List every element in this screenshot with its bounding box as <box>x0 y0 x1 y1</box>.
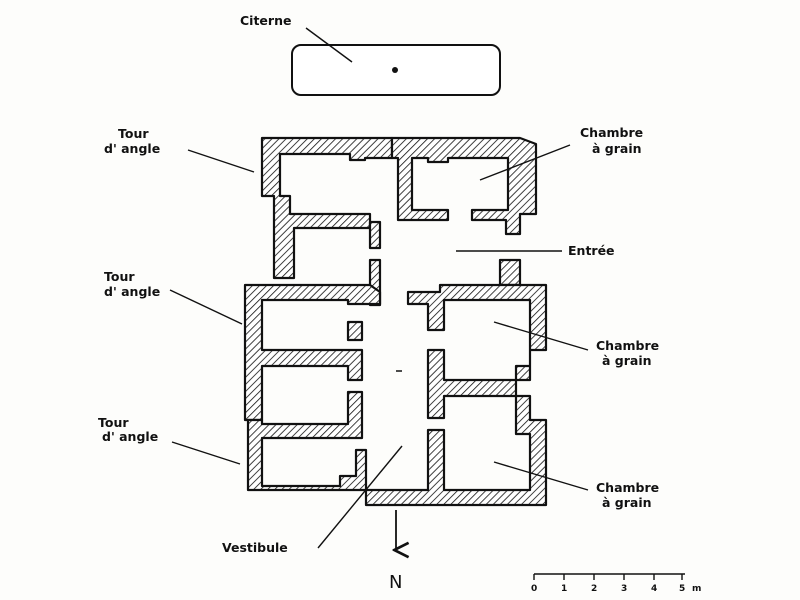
wall-lower-left-tower <box>246 390 368 492</box>
label-chambre-1-line1: Chambre <box>580 125 643 140</box>
walls <box>243 136 548 507</box>
north-arrow: N <box>389 510 402 593</box>
leader-citerne <box>305 27 353 63</box>
label-chambre-2-line1: Chambre <box>596 338 659 353</box>
label-tour-angle-1-line1: Tour <box>118 126 149 141</box>
scale-label-3: 3 <box>621 584 627 594</box>
leader-tour-2 <box>169 289 243 325</box>
leader-tour-3 <box>171 441 241 465</box>
wall-top-right-chamber <box>390 136 538 236</box>
north-label: N <box>389 572 402 593</box>
wall-middle-left-tower <box>243 283 382 422</box>
wall-corridor-post-left-1 <box>368 220 382 250</box>
label-tour-angle-2-line2: d' angle <box>104 284 160 299</box>
label-chambre-1-line2: à grain <box>592 141 642 156</box>
leader-chambre-1 <box>479 144 571 181</box>
scale-label-5: 5 <box>679 584 685 594</box>
label-citerne: Citerne <box>240 13 291 28</box>
leader-chambre-3 <box>493 461 589 491</box>
scale-label-4: 4 <box>651 584 657 594</box>
cistern-center-dot <box>392 67 398 73</box>
label-chambre-3-line2: à grain <box>602 495 652 510</box>
wall-entrance-post <box>498 258 522 287</box>
wall-top-left-tower <box>260 136 394 280</box>
label-chambre-3-line1: Chambre <box>596 480 659 495</box>
wall-middle-right-chamber <box>406 283 548 382</box>
label-chambre-2-line2: à grain <box>602 353 652 368</box>
cistern <box>291 44 501 96</box>
scale-bar: 0 1 2 3 4 5 m <box>531 573 701 594</box>
scale-label-2: 2 <box>591 584 597 594</box>
label-tour-angle-3-line1: Tour <box>98 415 129 430</box>
scale-label-0: 0 <box>531 584 537 594</box>
labels: Citerne Tour d' angle Chambre à grain En… <box>98 13 659 555</box>
label-vestibule: Vestibule <box>222 540 288 555</box>
label-entree: Entrée <box>568 243 615 258</box>
label-tour-angle-2-line1: Tour <box>104 269 135 284</box>
scale-label-1: 1 <box>561 584 567 594</box>
scale-unit: m <box>692 584 701 594</box>
leader-lines <box>169 27 589 549</box>
wall-middle-left-stub <box>346 320 364 342</box>
leader-chambre-2 <box>493 321 589 351</box>
leader-vestibule <box>317 445 403 549</box>
wall-middle-right-divider <box>426 348 518 420</box>
wall-lower-right-chamber <box>364 394 548 507</box>
label-tour-angle-1-line2: d' angle <box>104 141 160 156</box>
leader-tour-1 <box>187 149 255 173</box>
label-tour-angle-3-line2: d' angle <box>102 429 158 444</box>
